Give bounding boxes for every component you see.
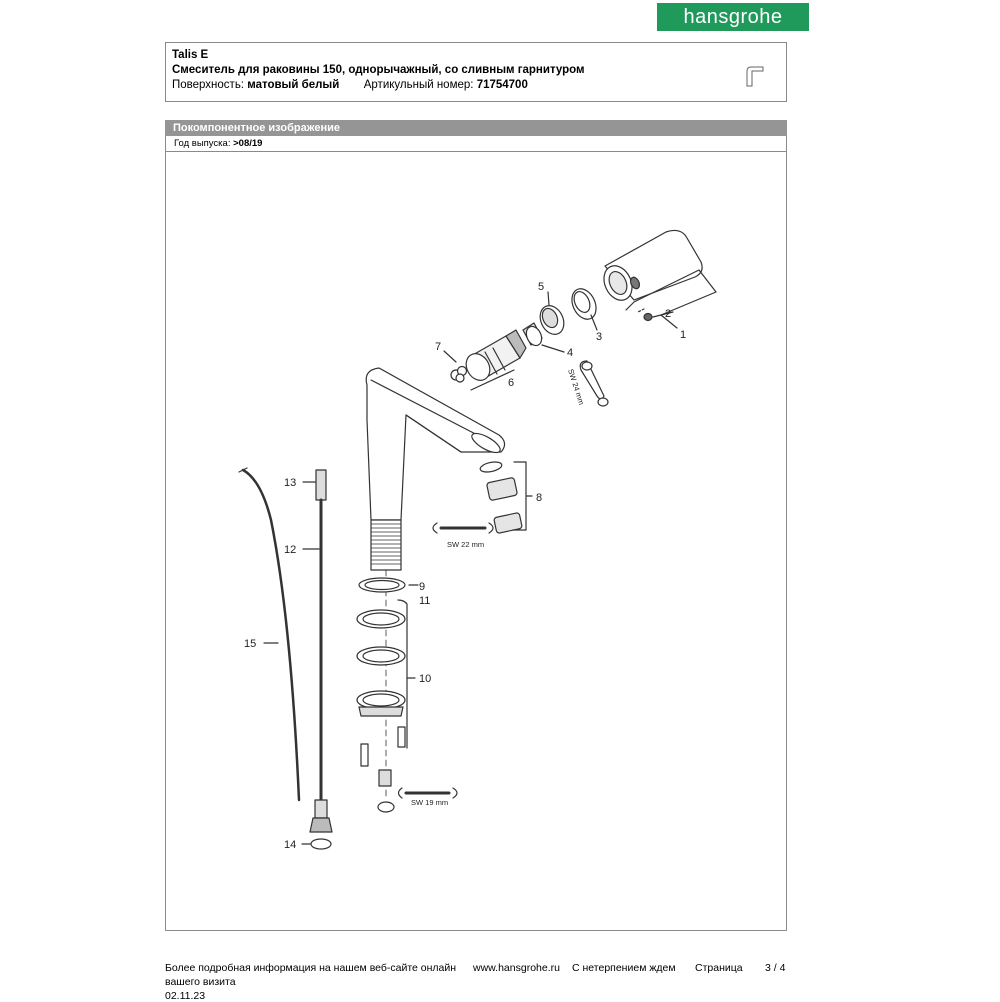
surface-value: матовый белый <box>247 79 340 91</box>
footer-url[interactable]: www.hansgrohe.ru <box>473 962 560 974</box>
callout-13: 13 <box>284 477 296 489</box>
exploded-view-drawing: 1 2 3 4 5 6 7 8 9 10 11 12 13 14 15 SW 2… <box>165 152 787 931</box>
faucet-thumbnail-icon <box>746 66 764 87</box>
product-description: Смеситель для раковины 150, однорычажный… <box>172 64 585 76</box>
product-name: Talis E <box>172 49 209 61</box>
callout-5: 5 <box>538 281 544 293</box>
callout-11: 11 <box>419 595 430 607</box>
faucet-body <box>365 367 506 571</box>
release-value: >08/19 <box>233 138 263 149</box>
footer-more-info: Более подробная информация на нашем веб-… <box>165 962 457 974</box>
aerator-assembly <box>479 461 523 534</box>
mixer-cartridge <box>465 329 527 381</box>
wrench-sw22 <box>432 522 494 534</box>
callout-14: 14 <box>284 839 296 851</box>
exploded-view-svg: 1 2 3 4 5 6 7 8 9 10 11 12 13 14 15 SW 2… <box>238 229 717 851</box>
callout-15: 15 <box>244 638 256 650</box>
wrench-label-sw22: SW 22 mm <box>447 540 484 549</box>
wrench-sw24 <box>579 360 609 407</box>
grub-screw <box>637 308 653 322</box>
article-label: Артикульный номер: <box>363 79 474 91</box>
hansgrohe-logo: hansgrohe <box>657 3 809 31</box>
surface-label: Поверхность: <box>172 79 245 91</box>
callout-3: 3 <box>596 331 602 343</box>
wrench-sw19 <box>397 787 458 799</box>
flexible-hose <box>309 469 395 833</box>
footer-greeting-2: вашего визита <box>165 976 236 988</box>
release-row: Год выпуска: >08/19 <box>165 136 787 152</box>
product-header: Talis E Смеситель для раковины 150, одно… <box>165 42 787 102</box>
callout-4: 4 <box>567 347 573 359</box>
lever-handle <box>603 229 703 301</box>
callout-1: 1 <box>680 329 686 341</box>
article-number: 71754700 <box>476 79 528 91</box>
product-attributes: Поверхность: матовый белый Артикульный н… <box>172 79 528 91</box>
hose-seal <box>310 838 332 850</box>
release-label: Год выпуска: <box>174 138 231 149</box>
mounting-studs <box>360 726 406 767</box>
callout-9: 9 <box>419 581 425 593</box>
footer-page-label: Страница <box>695 962 743 974</box>
cartridge-nut <box>539 305 565 335</box>
callout-2: 2 <box>665 308 671 320</box>
lift-rod <box>238 467 301 802</box>
footer-greeting-1: С нетерпением ждем <box>572 962 676 974</box>
section-title: Покомпонентное изображение <box>165 120 787 136</box>
callout-8: 8 <box>536 492 542 504</box>
mounting-washers <box>356 577 406 717</box>
callout-12: 12 <box>284 544 296 556</box>
wrench-label-sw19: SW 19 mm <box>411 798 448 807</box>
footer-page-number: 3 / 4 <box>765 962 786 974</box>
callout-6: 6 <box>508 377 514 389</box>
footer-date: 02.11.23 <box>165 990 206 1002</box>
callout-10: 10 <box>419 673 431 685</box>
callout-7: 7 <box>435 341 441 353</box>
cartridge-bushing <box>522 322 543 347</box>
cartridge-seals <box>450 365 468 383</box>
cover-ring <box>571 288 597 320</box>
